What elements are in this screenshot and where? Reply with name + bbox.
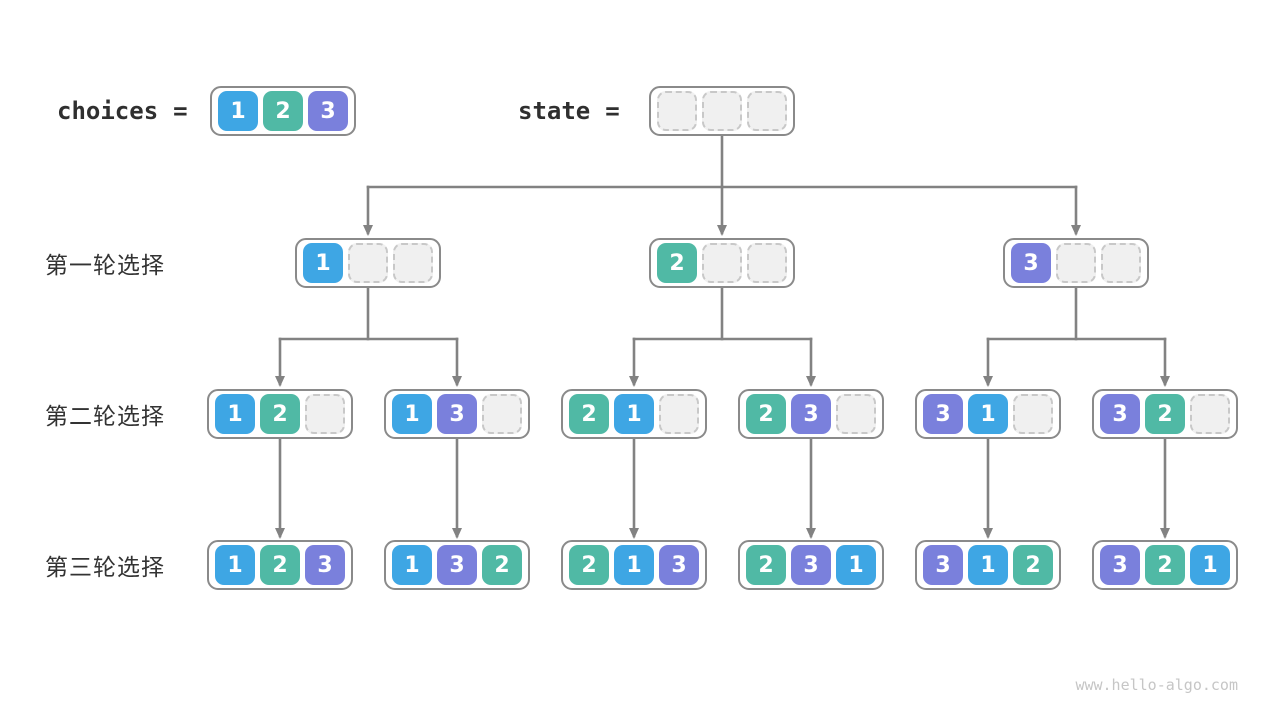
tile-3: 3 [659,545,699,585]
tile-3: 3 [437,545,477,585]
tile-2: 2 [1145,394,1185,434]
state-node [649,86,795,136]
tile-1: 1 [614,394,654,434]
tile-1: 1 [968,545,1008,585]
empty-slot [1056,243,1096,283]
tile-3: 3 [1100,545,1140,585]
tile-3: 3 [1100,394,1140,434]
tile-2: 2 [746,394,786,434]
tile-1: 1 [392,545,432,585]
empty-slot [836,394,876,434]
empty-slot [657,91,697,131]
tile-2: 2 [260,394,300,434]
tile-2: 2 [569,394,609,434]
empty-slot [702,243,742,283]
empty-slot [348,243,388,283]
empty-slot [702,91,742,131]
tile-3: 3 [437,394,477,434]
tile-1: 1 [303,243,343,283]
tile-3: 3 [1011,243,1051,283]
empty-slot [1013,394,1053,434]
empty-slot [393,243,433,283]
empty-slot [305,394,345,434]
tile-1: 1 [968,394,1008,434]
empty-slot [1190,394,1230,434]
tile-3: 3 [305,545,345,585]
tile-3: 3 [791,394,831,434]
state-node-r1-3: 3 [1003,238,1149,288]
tile-2: 2 [482,545,522,585]
tile-2: 2 [1013,545,1053,585]
tile-2: 2 [657,243,697,283]
round-label-1: 第一轮选择 [45,253,165,279]
tile-3: 3 [308,91,348,131]
choices-label: choices [57,97,159,125]
tile-3: 3 [923,394,963,434]
round-label-3: 第三轮选择 [45,555,165,581]
state-node-r1-1: 1 [295,238,441,288]
tile-2: 2 [1145,545,1185,585]
equals-sign: = [173,97,188,125]
tile-1: 1 [614,545,654,585]
equals-sign: = [605,97,620,125]
empty-slot [1101,243,1141,283]
tile-1: 1 [836,545,876,585]
empty-slot [482,394,522,434]
state-label: state [518,97,591,125]
state-node-r1-2: 2 [649,238,795,288]
choices-expression: choices = [57,86,188,136]
tile-3: 3 [791,545,831,585]
tile-3: 3 [923,545,963,585]
watermark: www.hello-algo.com [1075,676,1238,694]
round-label-2: 第二轮选择 [45,404,165,430]
tile-2: 2 [260,545,300,585]
empty-slot [747,243,787,283]
tile-1: 1 [392,394,432,434]
empty-slot [747,91,787,131]
state-expression: state = [518,86,620,136]
empty-slot [659,394,699,434]
tile-2: 2 [569,545,609,585]
tile-2: 2 [263,91,303,131]
tile-1: 1 [218,91,258,131]
tile-2: 2 [746,545,786,585]
tile-1: 1 [215,394,255,434]
tile-1: 1 [1190,545,1230,585]
tile-1: 1 [215,545,255,585]
